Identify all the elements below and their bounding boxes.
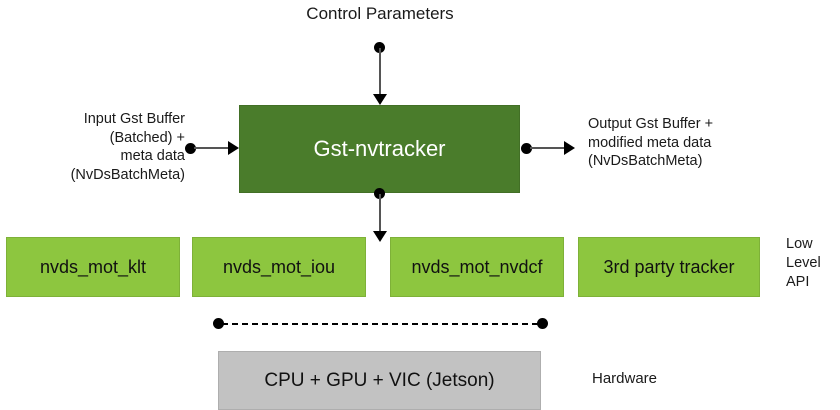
control-parameters-arrowhead — [373, 94, 387, 105]
input-source-dot — [185, 143, 196, 154]
hardware-link-left-dot — [213, 318, 224, 329]
low-level-arrowhead — [373, 231, 387, 242]
output-source-dot — [521, 143, 532, 154]
hardware-block-label: CPU + GPU + VIC (Jetson) — [264, 369, 495, 391]
low-level-link-dot — [374, 188, 385, 199]
low-level-block-label: 3rd party tracker — [603, 256, 735, 277]
low-level-block-nvds-mot-nvdcf[interactable]: nvds_mot_nvdcf — [390, 237, 564, 297]
hardware-side-label: Hardware — [592, 370, 658, 387]
input-arrowhead — [228, 141, 239, 155]
low-level-block-label: nvds_mot_klt — [39, 256, 147, 277]
hardware-block[interactable]: CPU + GPU + VIC (Jetson) — [218, 351, 541, 410]
hardware-link-right-dot — [537, 318, 548, 329]
control-parameters-source-dot — [374, 42, 385, 53]
low-level-block-3rd-party-tracker[interactable]: 3rd party tracker — [578, 237, 760, 297]
gst-nvtracker-block-label: Gst-nvtracker — [313, 136, 446, 161]
output-connector-line — [530, 147, 564, 149]
input-buffer-label: Input Gst Buffer (Batched) + meta data (… — [70, 111, 185, 183]
low-level-block-label: nvds_mot_iou — [222, 256, 336, 277]
hardware-dashed-connector — [222, 323, 538, 325]
gst-nvtracker-block[interactable]: Gst-nvtracker — [239, 105, 520, 193]
output-arrowhead — [564, 141, 575, 155]
low-level-block-nvds-mot-klt[interactable]: nvds_mot_klt — [6, 237, 180, 297]
input-connector-line — [194, 147, 228, 149]
low-level-block-label: nvds_mot_nvdcf — [411, 256, 543, 277]
low-level-connector-line — [379, 194, 381, 236]
control-parameters-title: Control Parameters — [306, 4, 454, 23]
output-buffer-label: Output Gst Buffer + modified meta data (… — [588, 116, 714, 169]
low-level-api-side-label: Low Level API — [786, 236, 821, 290]
low-level-block-nvds-mot-iou[interactable]: nvds_mot_iou — [192, 237, 366, 297]
control-parameters-connector-line — [379, 48, 381, 96]
